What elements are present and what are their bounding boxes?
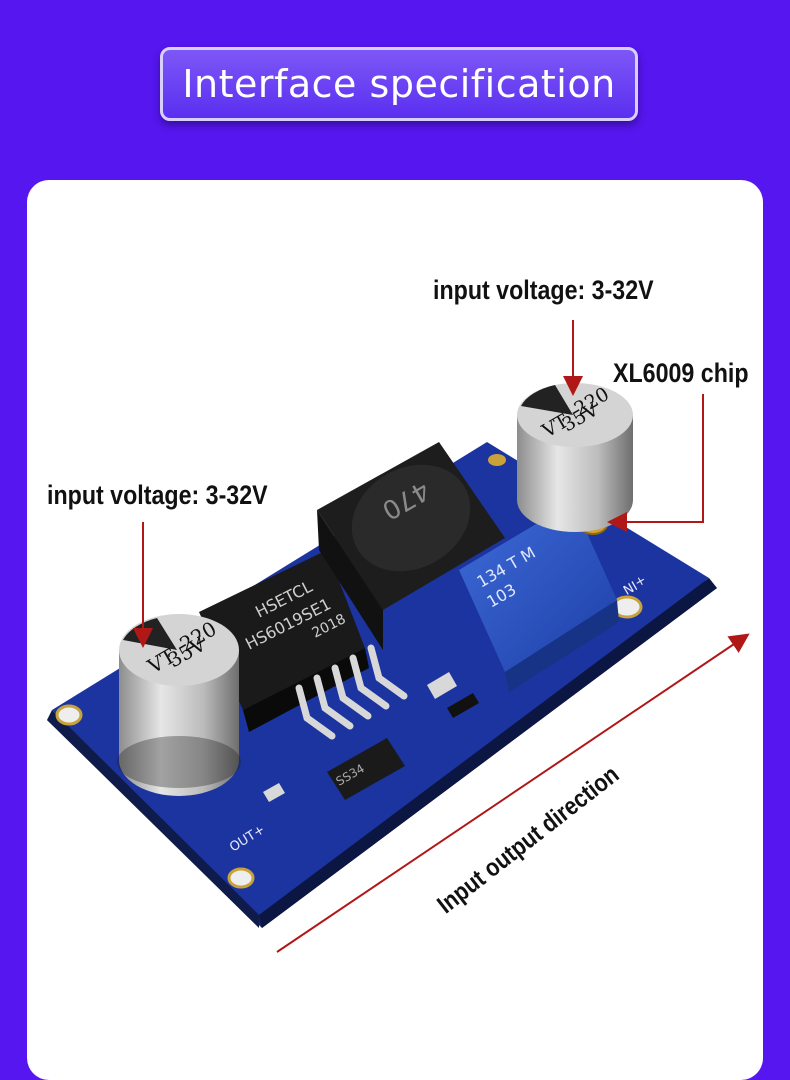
product-card: HSETCL HS6019SE1 2018 470 134 T M 103	[27, 180, 763, 1080]
regulator-ic: HSETCL HS6019SE1 2018	[199, 550, 408, 740]
title-banner: Interface specification	[160, 47, 638, 121]
annotation-arrows	[133, 320, 750, 953]
input-voltage-label-left: input voltage: 3-32V	[47, 480, 268, 510]
capacitor-right: 220 35V VT	[517, 383, 633, 532]
chip-label: XL6009 chip	[613, 358, 749, 388]
inductor: 470	[317, 442, 505, 650]
page-title: Interface specification	[182, 62, 616, 106]
input-voltage-label-top: input voltage: 3-32V	[433, 275, 654, 305]
capacitor-left: 220 35V VT	[117, 614, 241, 796]
boost-module-photo: HSETCL HS6019SE1 2018 470 134 T M 103	[47, 320, 750, 953]
smd-components: SS34	[263, 672, 479, 802]
